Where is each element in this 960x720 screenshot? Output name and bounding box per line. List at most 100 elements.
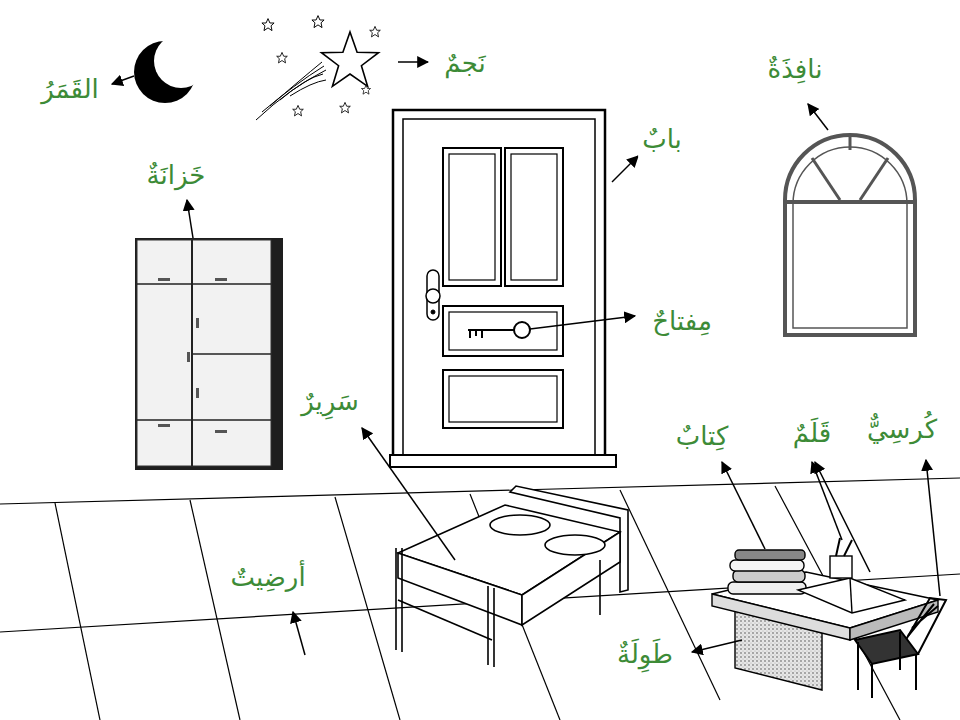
window-drawing-part	[785, 135, 915, 335]
window-drawing-part	[785, 200, 915, 204]
door-drawing-part	[511, 154, 557, 280]
floor-tiles-part	[55, 503, 100, 720]
leader-lines	[112, 62, 940, 655]
bed-drawing-part	[545, 535, 605, 555]
desk-drawing-part	[733, 570, 805, 582]
door-drawing-part	[427, 270, 439, 320]
shooting-star-drawing-part	[370, 26, 381, 37]
leader-lines-part	[926, 460, 940, 596]
vocabulary-label: نَجمٌ	[440, 47, 489, 81]
desk-drawing-part	[850, 578, 852, 613]
chair-drawing-part	[871, 664, 873, 698]
vocabulary-label: خَزانَةٌ	[143, 159, 210, 193]
chair-drawing-part	[908, 604, 938, 636]
bed-drawing-part	[493, 588, 495, 667]
key-drawing	[468, 322, 530, 338]
leader-lines-part	[187, 200, 193, 238]
wardrobe-drawing-part	[192, 353, 271, 355]
door-drawing	[390, 110, 616, 467]
key-drawing-part	[470, 330, 482, 338]
key-drawing-part	[468, 329, 514, 331]
shooting-star-drawing-part	[277, 52, 288, 63]
shooting-star-drawing-part	[280, 74, 323, 100]
leader-lines-part	[362, 428, 455, 560]
window-drawing-part	[849, 137, 852, 150]
shooting-star-drawing-part	[262, 19, 274, 31]
wardrobe-drawing-part	[137, 283, 271, 285]
wardrobe-drawing-part	[196, 318, 199, 328]
desk-drawing-part	[830, 556, 852, 578]
vocabulary-label: كِتابٌ	[672, 420, 733, 454]
shooting-star-drawing	[256, 16, 380, 120]
desk-drawing	[712, 538, 938, 690]
floor-tiles-part	[0, 478, 960, 504]
door-drawing-part	[449, 154, 495, 280]
vocabulary-label: سَرِيرٌ	[297, 385, 363, 419]
door-drawing-part	[449, 376, 557, 422]
key-drawing-part	[514, 322, 530, 338]
leader-lines-part	[530, 316, 635, 329]
bed-drawing-part	[398, 553, 522, 625]
floor-tiles-part	[335, 497, 400, 720]
wardrobe-drawing-part	[191, 240, 193, 466]
window-drawing	[785, 135, 915, 335]
bed-drawing-part	[599, 560, 601, 615]
desk-drawing-part	[728, 582, 806, 594]
leader-lines-part	[812, 462, 842, 540]
leader-lines-part	[815, 462, 870, 572]
leader-lines-part	[398, 61, 428, 63]
door-drawing-part	[431, 310, 435, 314]
shooting-star-drawing-part	[312, 16, 324, 28]
door-drawing-part	[390, 455, 616, 467]
window-drawing-part	[812, 158, 840, 200]
chair-drawing-part	[857, 642, 859, 690]
floor-tiles-part	[190, 500, 240, 720]
vocabulary-label: القَمَرُ	[37, 73, 103, 107]
door-drawing-part	[443, 306, 563, 356]
bed-drawing	[396, 486, 628, 667]
desk-drawing-part	[798, 578, 905, 613]
wardrobe-drawing-part	[137, 419, 271, 421]
desk-drawing-part	[844, 540, 852, 556]
door-drawing-part	[403, 119, 595, 457]
leader-lines-part	[808, 104, 828, 130]
leader-lines-part	[692, 640, 742, 652]
shooting-star-drawing-part	[361, 85, 370, 94]
door-drawing-part	[426, 289, 440, 303]
vocabulary-label: طَوِلَةٌ	[613, 638, 677, 672]
vocabulary-label: قَلَمٌ	[789, 417, 835, 451]
vocabulary-label: كُرسِيٌّ	[863, 413, 941, 447]
wardrobe-drawing-part	[215, 430, 227, 433]
vocabulary-label: بابٌ	[638, 123, 686, 157]
chair-drawing-part	[855, 630, 918, 664]
bed-drawing-part	[490, 515, 550, 535]
moon-drawing-part	[154, 34, 208, 88]
floor-tiles	[0, 478, 960, 720]
bed-drawing-part	[398, 600, 492, 640]
leader-lines-part	[293, 612, 305, 655]
wardrobe-drawing-part	[158, 424, 170, 427]
wardrobe-drawing-part	[158, 278, 170, 281]
leader-lines-part	[722, 462, 765, 549]
door-drawing-part	[443, 148, 501, 286]
bed-drawing-part	[487, 586, 489, 665]
wardrobe-drawing-part	[187, 352, 190, 362]
leader-lines-part	[112, 76, 134, 84]
moon-drawing	[134, 34, 208, 103]
chair-drawing-part	[915, 655, 917, 690]
shooting-star-drawing-part	[322, 32, 379, 86]
leader-lines-part	[612, 156, 638, 182]
wardrobe-drawing	[135, 238, 283, 470]
wardrobe-drawing-part	[137, 240, 271, 466]
wardrobe-drawing-part	[196, 388, 199, 398]
door-drawing-part	[505, 148, 563, 286]
shooting-star-drawing-part	[340, 102, 351, 113]
door-drawing-part	[443, 370, 563, 428]
chair-drawing	[855, 598, 946, 698]
vocabulary-label: مِفتاحٌ	[648, 305, 716, 339]
vocabulary-label: نافِذَةٌ	[764, 53, 827, 87]
window-drawing-part	[860, 158, 888, 200]
chair-drawing-part	[899, 632, 901, 670]
